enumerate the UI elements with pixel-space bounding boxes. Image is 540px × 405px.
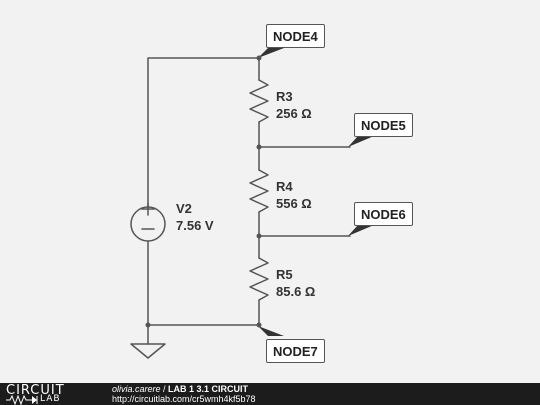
junction-node4 — [256, 55, 262, 61]
r3-value: 256 Ω — [276, 106, 312, 121]
circuit-schematic — [130, 48, 374, 359]
v2-label: V2 7.56 V — [176, 200, 214, 234]
author-link[interactable]: olivia.carere — [112, 384, 161, 394]
r4-label: R4 556 Ω — [276, 178, 312, 212]
junction-node7 — [256, 322, 262, 328]
ground-icon — [130, 343, 166, 359]
r5-value: 85.6 Ω — [276, 284, 316, 299]
circuitlab-logo[interactable]: CIRCUIT LAB — [6, 383, 98, 405]
node6-label: NODE6 — [354, 202, 413, 226]
node6-pointer — [348, 225, 374, 236]
junction-node5 — [256, 144, 262, 150]
node4-label: NODE4 — [266, 24, 325, 48]
footer-byline: olivia.carere / LAB 1 3.1 CIRCUIT — [112, 384, 248, 394]
resistor-r4-zigzag — [249, 169, 269, 213]
logo-top-text: CIRCUIT — [6, 383, 65, 398]
r3-name: R3 — [276, 89, 293, 104]
r4-name: R4 — [276, 179, 293, 194]
circuit-url[interactable]: http://circuitlab.com/cr5wmh4kf5b78 — [112, 394, 256, 404]
r4-value: 556 Ω — [276, 196, 312, 211]
footer-bar: CIRCUIT LAB olivia.carere / LAB 1 3.1 CI… — [0, 383, 540, 405]
r5-label: R5 85.6 Ω — [276, 266, 315, 300]
node5-pointer — [348, 136, 374, 147]
node7-label: NODE7 — [266, 339, 325, 363]
circuit-title: LAB 1 3.1 CIRCUIT — [168, 384, 249, 394]
byline-separator: / — [160, 384, 169, 394]
resistor-r3-zigzag — [249, 79, 269, 123]
resistor-r5-zigzag — [249, 257, 269, 301]
node5-label: NODE5 — [354, 113, 413, 137]
junction-node6 — [256, 233, 262, 239]
junction-ground — [145, 322, 151, 328]
wire-bottom — [147, 240, 260, 326]
r5-name: R5 — [276, 267, 293, 282]
node7-pointer — [258, 326, 284, 336]
v2-value: 7.56 V — [176, 218, 214, 233]
r3-label: R3 256 Ω — [276, 88, 312, 122]
v2-name: V2 — [176, 201, 192, 216]
logo-resistor-icon — [6, 395, 38, 405]
node4-pointer — [258, 48, 284, 58]
wire-top — [147, 57, 260, 208]
logo-bottom-text: LAB — [40, 394, 61, 404]
